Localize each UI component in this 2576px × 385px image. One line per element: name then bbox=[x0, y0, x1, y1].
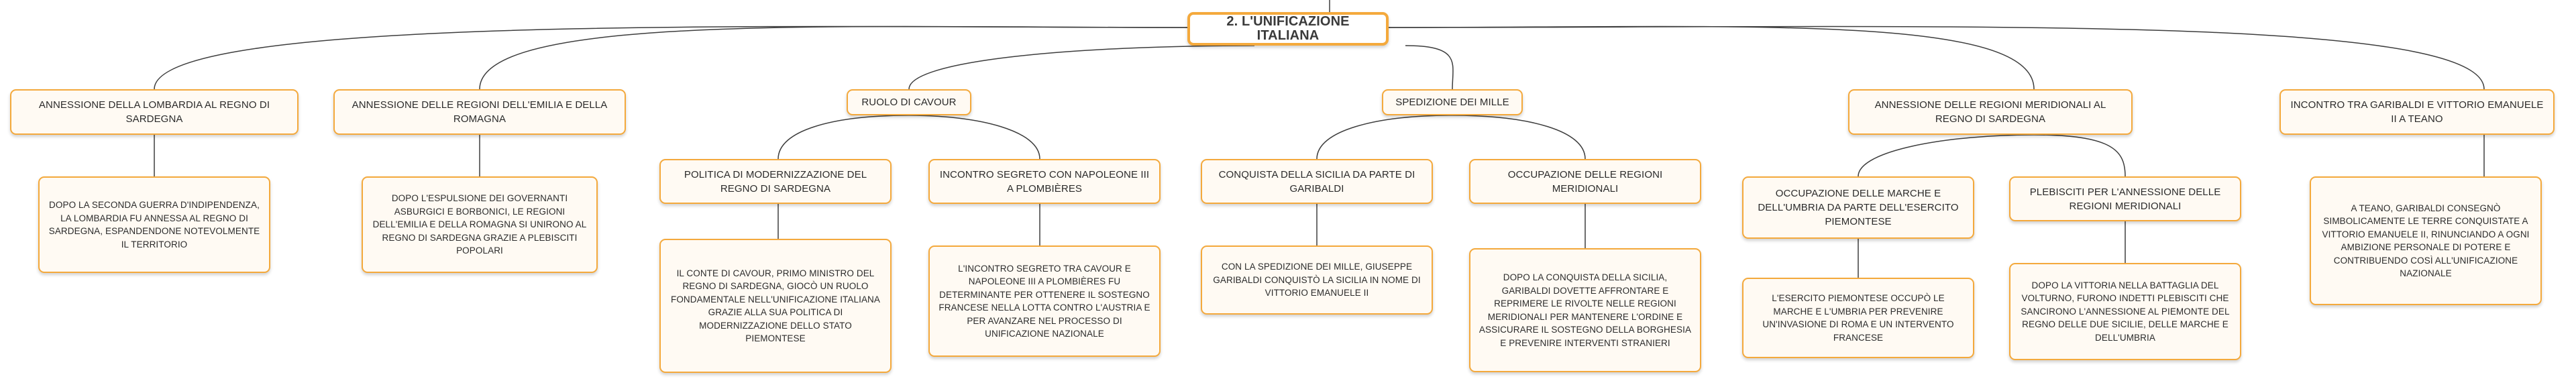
detail-occupazione-meridionali[interactable]: DOPO LA CONQUISTA DELLA SICILIA, GARIBAL… bbox=[1469, 248, 1701, 372]
topic-ruolo-di-cavour[interactable]: RUOLO DI CAVOUR bbox=[847, 89, 971, 115]
connector-line bbox=[1452, 115, 1586, 160]
detail-annessione-emilia-romagna[interactable]: DOPO L'ESPULSIONE DEI GOVERNANTI ASBURGI… bbox=[362, 176, 598, 273]
connector-line bbox=[154, 25, 1188, 90]
connector-line bbox=[908, 45, 1255, 90]
connector-line bbox=[908, 115, 1040, 160]
connector-line bbox=[1316, 115, 1453, 160]
topic-incontro-teano[interactable]: INCONTRO TRA GARIBALDI E VITTORIO EMANUE… bbox=[2279, 89, 2555, 135]
subtopic-politica-modernizzazione[interactable]: POLITICA DI MODERNIZZAZIONE DEL REGNO DI… bbox=[659, 159, 892, 204]
topic-spedizione-dei-mille[interactable]: SPEDIZIONE DEI MILLE bbox=[1382, 89, 1523, 115]
detail-annessione-lombardia[interactable]: DOPO LA SECONDA GUERRA D'INDIPENDENZA, L… bbox=[38, 176, 270, 273]
subtopic-conquista-sicilia[interactable]: CONQUISTA DELLA SICILIA DA PARTE DI GARI… bbox=[1201, 159, 1433, 204]
topic-annessione-meridionali[interactable]: ANNESSIONE DELLE REGIONI MERIDIONALI AL … bbox=[1848, 89, 2133, 135]
detail-occupazione-marche-umbria[interactable]: L'ESERCITO PIEMONTESE OCCUPÒ LE MARCHE E… bbox=[1742, 278, 1974, 358]
detail-plebisciti[interactable]: DOPO LA VITTORIA NELLA BATTAGLIA DEL VOL… bbox=[2009, 263, 2241, 360]
topic-annessione-lombardia[interactable]: ANNESSIONE DELLA LOMBARDIA AL REGNO DI S… bbox=[10, 89, 299, 135]
subtopic-occupazione-marche-umbria[interactable]: OCCUPAZIONE DELLE MARCHE E DELL'UMBRIA D… bbox=[1742, 176, 1974, 239]
subtopic-occupazione-meridionali[interactable]: OCCUPAZIONE DELLE REGIONI MERIDIONALI bbox=[1469, 159, 1701, 204]
topic-annessione-emilia-romagna[interactable]: ANNESSIONE DELLE REGIONI DELL'EMILIA E D… bbox=[333, 89, 626, 135]
connector-line bbox=[1388, 25, 2485, 90]
subtopic-plebisciti[interactable]: PLEBISCITI PER L'ANNESSIONE DELLE REGION… bbox=[2009, 176, 2241, 221]
connector-line bbox=[2033, 134, 2126, 177]
detail-conquista-sicilia[interactable]: CON LA SPEDIZIONE DEI MILLE, GIUSEPPE GA… bbox=[1201, 245, 1433, 315]
root-topic[interactable]: 2. L'UNIFICAZIONE ITALIANA bbox=[1187, 12, 1389, 46]
connector-line bbox=[479, 25, 1188, 90]
connector-line bbox=[1388, 25, 2035, 90]
detail-politica-modernizzazione[interactable]: IL CONTE DI CAVOUR, PRIMO MINISTRO DEL R… bbox=[659, 239, 892, 373]
detail-incontro-plombieres[interactable]: L'INCONTRO SEGRETO TRA CAVOUR E NAPOLEON… bbox=[928, 245, 1161, 357]
connector-line bbox=[777, 115, 910, 160]
connector-line bbox=[1405, 45, 1454, 90]
detail-incontro-teano[interactable]: A TEANO, GARIBALDI CONSEGNÒ SIMBOLICAMEN… bbox=[2310, 176, 2542, 305]
subtopic-incontro-plombieres[interactable]: INCONTRO SEGRETO CON NAPOLEONE III A PLO… bbox=[928, 159, 1161, 204]
connector-line bbox=[1858, 134, 2035, 177]
